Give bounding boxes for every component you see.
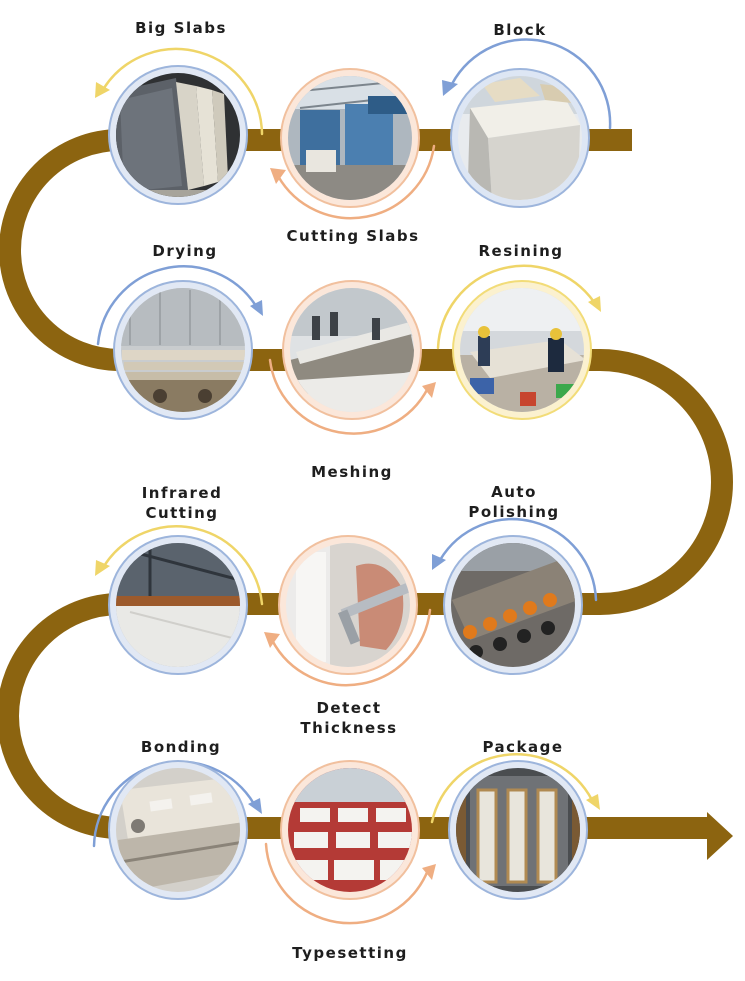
arrow-big-slabs-head [95, 82, 110, 98]
arrow-block [450, 38, 612, 130]
arrow-drying-head [250, 300, 263, 316]
arrow-meshing-head [422, 382, 436, 398]
label-resining: Resining [478, 242, 564, 260]
label-package: Package [482, 738, 564, 756]
label-big-slabs: Big Slabs [135, 19, 227, 37]
process-flow-path [0, 129, 733, 839]
arrow-resining-head [588, 296, 601, 312]
photo-stacked-slabs [116, 73, 240, 197]
arrow-typesetting-head [422, 864, 436, 880]
arrow-infrared-cutting-head [95, 560, 110, 576]
arrow-detect-thickness-head [264, 632, 280, 648]
label-cutting-slabs: Cutting Slabs [286, 227, 420, 245]
photo-bonding-table [116, 768, 240, 892]
arrow-infrared-cutting [102, 525, 264, 606]
label-meshing: Meshing [311, 463, 393, 481]
arrow-auto-polishing [438, 517, 598, 602]
step-cutting-slabs [280, 68, 420, 208]
arrow-bonding-head [248, 798, 262, 814]
label-drying: Drying [152, 242, 218, 260]
photo-infrared-saw [116, 543, 240, 667]
arrow-package [430, 753, 594, 824]
process-end-arrowhead [707, 812, 733, 860]
step-package [448, 760, 588, 900]
arrow-cutting-slabs-head [270, 168, 286, 184]
arrow-big-slabs [102, 47, 264, 136]
photo-mesh-line [290, 288, 414, 412]
step-drying [113, 280, 253, 420]
photo-stone-block [458, 76, 582, 200]
arrow-detect-thickness [270, 608, 432, 687]
label-bonding: Bonding [140, 738, 222, 756]
arrow-meshing [268, 358, 430, 435]
step-meshing [282, 280, 422, 420]
arrow-package-head [586, 794, 600, 810]
arrow-block-head [442, 80, 458, 96]
step-resining [452, 280, 592, 420]
arrow-cutting-slabs [276, 144, 436, 220]
step-big-slabs [108, 65, 248, 205]
step-block [450, 68, 590, 208]
photo-slab-layout [288, 768, 412, 892]
label-block: Block [493, 21, 547, 39]
arrow-resining [436, 264, 596, 350]
step-typesetting [280, 760, 420, 900]
step-infrared-cutting [108, 535, 248, 675]
photo-container-crates [456, 768, 580, 892]
step-bonding [108, 760, 248, 900]
arrow-drying [96, 265, 258, 346]
photo-gang-saw [288, 76, 412, 200]
arrow-typesetting [264, 842, 430, 925]
step-auto-polishing [443, 535, 583, 675]
arrow-auto-polishing-head [432, 554, 446, 570]
step-detect-thickness [278, 535, 418, 675]
label-typesetting: Typesetting [292, 944, 408, 962]
